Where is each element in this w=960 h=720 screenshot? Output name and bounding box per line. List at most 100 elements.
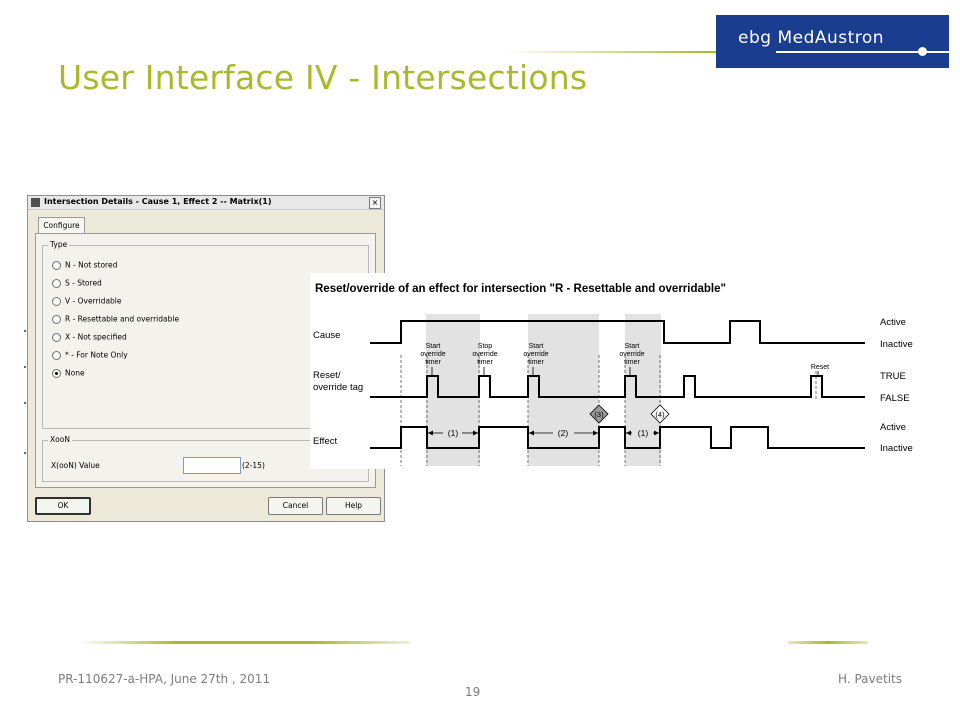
arrowhead	[593, 430, 598, 436]
annotation-start1-c: timer	[425, 359, 441, 366]
annotation-start2-b: override	[523, 351, 548, 358]
tab-configure[interactable]: Configure	[38, 217, 85, 234]
effect-waveform	[370, 426, 865, 449]
annotation-labels: Start override timer Stop override timer…	[420, 343, 829, 371]
radio-label: * - For Note Only	[65, 350, 128, 360]
timing-title: Reset/override of an effect for intersec…	[315, 283, 726, 295]
xoon-label: X(ooN) Value	[51, 461, 100, 470]
arrowhead	[428, 430, 433, 436]
annotation-start1-b: override	[420, 351, 445, 358]
reset-waveform	[370, 375, 865, 398]
annotation-start2-a: Start	[529, 343, 544, 350]
interval-arrowheads	[428, 430, 659, 436]
help-button[interactable]: Help	[326, 497, 381, 515]
radio-label: V - Overridable	[65, 296, 122, 306]
type-group-title: Type	[48, 240, 70, 249]
radio-button[interactable]	[52, 332, 61, 342]
arrowhead	[473, 430, 478, 436]
logo-text: ebg MedAustron	[738, 28, 885, 48]
reset-true-label: TRUE	[880, 371, 906, 382]
marker-3-label: (3)	[594, 410, 604, 419]
marker-4-label: (4)	[655, 410, 665, 419]
footer-accent-line-right	[788, 641, 868, 644]
shaded-window	[426, 314, 480, 466]
radio-not-specified[interactable]: X - Not specified	[52, 332, 127, 342]
effect-label: Effect	[313, 436, 337, 447]
cause-inactive-label: Inactive	[880, 339, 913, 350]
annotation-stop1-c: timer	[477, 359, 493, 366]
cause-active-label: Active	[880, 317, 906, 328]
xoon-group: XooN X(ooN) Value (2-15)	[42, 435, 369, 482]
timing-diagram: Reset/override of an effect for intersec…	[310, 273, 920, 469]
close-icon[interactable]: ×	[369, 197, 381, 209]
annotation-start3-a: Start	[625, 343, 640, 350]
edge-mark	[24, 366, 26, 368]
edge-mark	[24, 330, 26, 332]
interval-label-3: (1)	[638, 428, 649, 438]
company-logo: ebg MedAustron	[716, 15, 949, 68]
shaded-window	[625, 314, 661, 466]
radio-button[interactable]	[52, 350, 61, 360]
cancel-button[interactable]: Cancel	[268, 497, 323, 515]
reset-label-line2: override tag	[313, 382, 363, 393]
annotation-start3-c: timer	[624, 359, 640, 366]
radio-label: R - Resettable and overridable	[65, 314, 180, 324]
radio-overridable[interactable]: V - Overridable	[52, 296, 122, 306]
annotation-stop1-b: override	[472, 351, 497, 358]
logo-dot	[918, 47, 927, 56]
annotation-stop1-a: Stop	[478, 343, 493, 350]
timing-diagram-svg: Reset/override of an effect for intersec…	[310, 273, 913, 469]
diagram-background	[310, 273, 665, 469]
logo-line	[776, 51, 949, 53]
annotation-start1-a: Start	[426, 343, 441, 350]
marker-diamond-filled	[589, 404, 609, 424]
dialog-title: Intersection Details - Cause 1, Effect 2…	[44, 197, 272, 206]
radio-resettable-overridable[interactable]: R - Resettable and overridable	[52, 314, 179, 324]
header-accent-line	[505, 51, 716, 53]
radio-label: None	[65, 368, 85, 378]
edge-mark	[24, 452, 26, 454]
radio-not-stored[interactable]: N - Not stored	[52, 260, 117, 270]
dialog-titlebar[interactable]: Intersection Details - Cause 1, Effect 2…	[28, 196, 384, 210]
xoon-group-title: XooN	[48, 435, 72, 444]
footer-accent-line-left	[78, 641, 410, 644]
radio-stored[interactable]: S - Stored	[52, 278, 102, 288]
waveforms	[370, 320, 865, 449]
annotation-reset: Reset	[811, 364, 829, 371]
radio-button[interactable]	[52, 314, 61, 324]
radio-label: S - Stored	[65, 278, 102, 288]
arrowhead	[654, 430, 659, 436]
reset-label-line1: Reset/	[313, 370, 341, 381]
app-icon	[31, 198, 40, 207]
ok-button[interactable]: OK	[35, 497, 91, 515]
page-number: 19	[465, 685, 481, 699]
dialog-edge-marks	[24, 330, 27, 470]
interval-labels: (1) (2) (1)	[448, 428, 649, 438]
footer-author: H. Pavetits	[838, 672, 902, 686]
marker-diamond-open	[650, 404, 670, 424]
radio-for-note-only[interactable]: * - For Note Only	[52, 350, 128, 360]
radio-button[interactable]	[52, 296, 61, 306]
radio-label: N - Not stored	[65, 260, 118, 270]
xoon-range: (2-15)	[242, 461, 265, 470]
interval-label-2: (2)	[558, 428, 569, 438]
annotation-start2-c: timer	[528, 359, 544, 366]
footer-document-id: PR-110627-a-HPA, June 27th , 2011	[58, 672, 271, 686]
annotation-arrows	[431, 367, 819, 375]
arrowhead	[626, 430, 631, 436]
radio-label: X - Not specified	[65, 332, 127, 342]
radio-button[interactable]	[52, 260, 61, 270]
annotation-start3-b: override	[619, 351, 644, 358]
effect-inactive-label: Inactive	[880, 443, 913, 454]
radio-button[interactable]	[52, 278, 61, 288]
interval-label-1: (1)	[448, 428, 459, 438]
radio-button-selected[interactable]	[52, 368, 61, 378]
effect-active-label: Active	[880, 422, 906, 433]
type-group: Type N - Not stored S - Stored V - Overr…	[42, 240, 369, 429]
cause-waveform	[370, 320, 865, 344]
radio-none[interactable]: None	[52, 368, 85, 378]
edge-mark	[24, 402, 26, 404]
arrowhead	[529, 430, 534, 436]
slide-title: User Interface IV - Intersections	[58, 58, 588, 97]
xoon-value-input[interactable]	[183, 457, 241, 474]
